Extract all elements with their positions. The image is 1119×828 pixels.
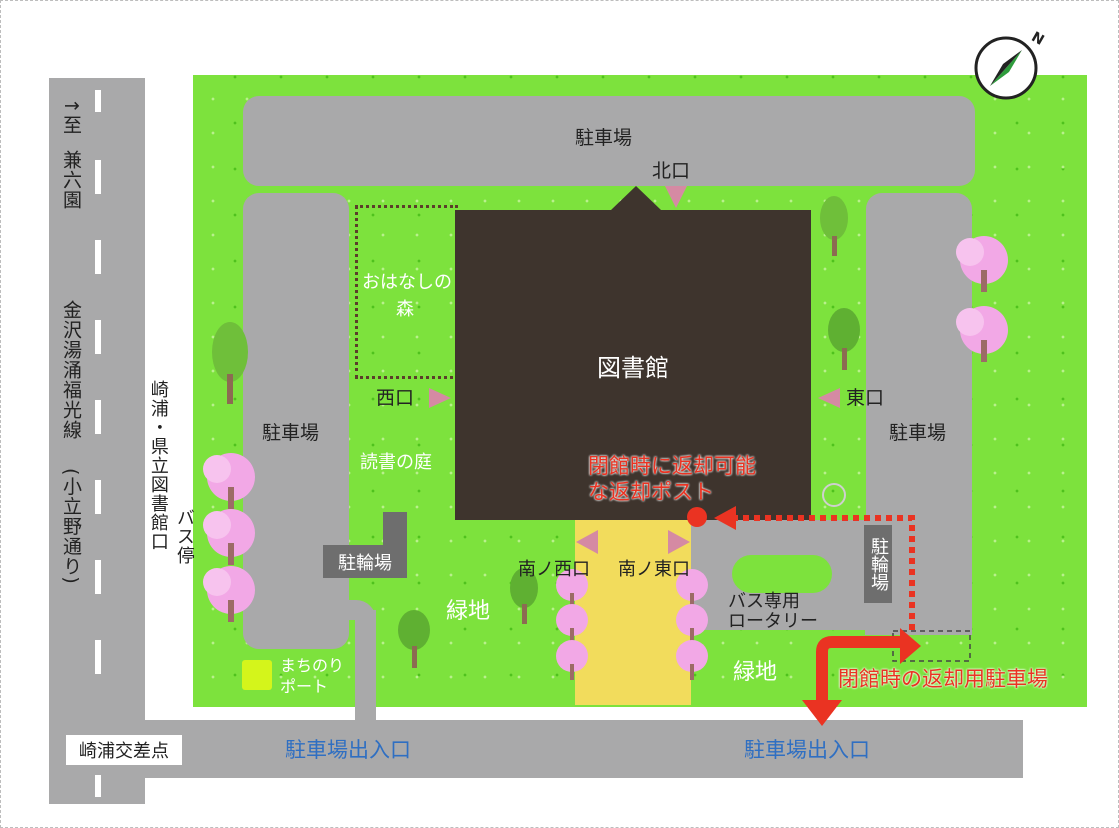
story-forest-boundary — [355, 205, 458, 379]
bicycle-parking-west: 駐輪場 — [323, 545, 407, 578]
east-entrance-marker — [818, 388, 840, 408]
north-entrance-marker — [665, 186, 687, 208]
bus-rotary-label-2: ロータリー — [728, 611, 818, 632]
east-parking-label: 駐車場 — [889, 422, 947, 444]
west-entrance-label: 西口 — [376, 387, 415, 409]
machinori-port-icon — [242, 660, 272, 690]
green-east-label: 緑地 — [733, 660, 778, 685]
north-entrance-label: 北口 — [652, 160, 691, 182]
library-label: 図書館 — [597, 353, 669, 382]
lane-markings — [95, 90, 101, 797]
return-post-label-2: な返却ポスト — [588, 480, 714, 504]
west-access-road-down — [355, 610, 376, 725]
road-direction-label: ↑至 — [59, 98, 82, 135]
bicycle-parking-west-label: 駐輪場 — [338, 552, 392, 574]
bicycle-parking-east: 駐輪場 — [864, 525, 892, 603]
rotary-island — [732, 555, 832, 593]
south-east-entrance-label: 南ノ東口 — [618, 559, 690, 580]
forest-label-1: おはなしの — [362, 272, 452, 293]
bus-rotary-label-1: バス専用 — [728, 591, 800, 612]
north-parking-label: 駐車場 — [575, 127, 633, 149]
south-east-entrance-marker — [668, 530, 690, 554]
return-post-icon — [687, 507, 707, 527]
east-entrance-label: 東口 — [846, 387, 885, 409]
machinori-label-1: まちのり — [280, 656, 345, 675]
exit-west-label: 駐車場出入口 — [285, 738, 411, 762]
return-route — [687, 506, 921, 726]
bicycle-parking-east-label: 駐輪場 — [868, 537, 889, 591]
green-west-label: 緑地 — [446, 599, 491, 624]
road-name-label: 金沢湯涌福光線 — [59, 300, 82, 440]
south-west-entrance-marker — [576, 530, 598, 554]
marker-circle — [822, 483, 846, 507]
return-post-label-1: 閉館時に返却可能 — [588, 454, 756, 478]
cherry-trees — [203, 236, 1008, 680]
bicycle-parking-west-post — [383, 512, 407, 548]
library-building: 図書館 — [455, 210, 811, 520]
south-west-entrance-label: 南ノ西口 — [518, 559, 590, 580]
entrance-markers — [429, 186, 840, 554]
north-entrance-nub — [611, 186, 661, 210]
exit-east-label: 駐車場出入口 — [744, 738, 870, 762]
south-road — [49, 720, 1023, 778]
bus-stop-name: 崎浦・県立図書館口 — [147, 380, 169, 551]
bus-stop-label: バス停 — [173, 508, 195, 565]
bus-stop-icon — [159, 579, 187, 624]
road-alias-label: (小立野通り) — [59, 468, 82, 585]
west-entrance-marker — [429, 388, 451, 408]
return-parking-label: 閉館時の返却用駐車場 — [838, 667, 1048, 691]
intersection-label: 崎浦交差点 — [66, 735, 182, 765]
machinori-label-2: ポート — [280, 677, 329, 696]
road-destination-label: 兼六園 — [59, 150, 82, 210]
forest-label-2: 森 — [396, 299, 414, 320]
west-main-road — [49, 78, 145, 804]
green-trees — [212, 196, 860, 668]
compass-icon: N — [974, 29, 1047, 100]
reading-garden-label: 読書の庭 — [360, 452, 432, 473]
north-parking-lot — [243, 96, 975, 186]
west-parking-label: 駐車場 — [262, 422, 320, 444]
